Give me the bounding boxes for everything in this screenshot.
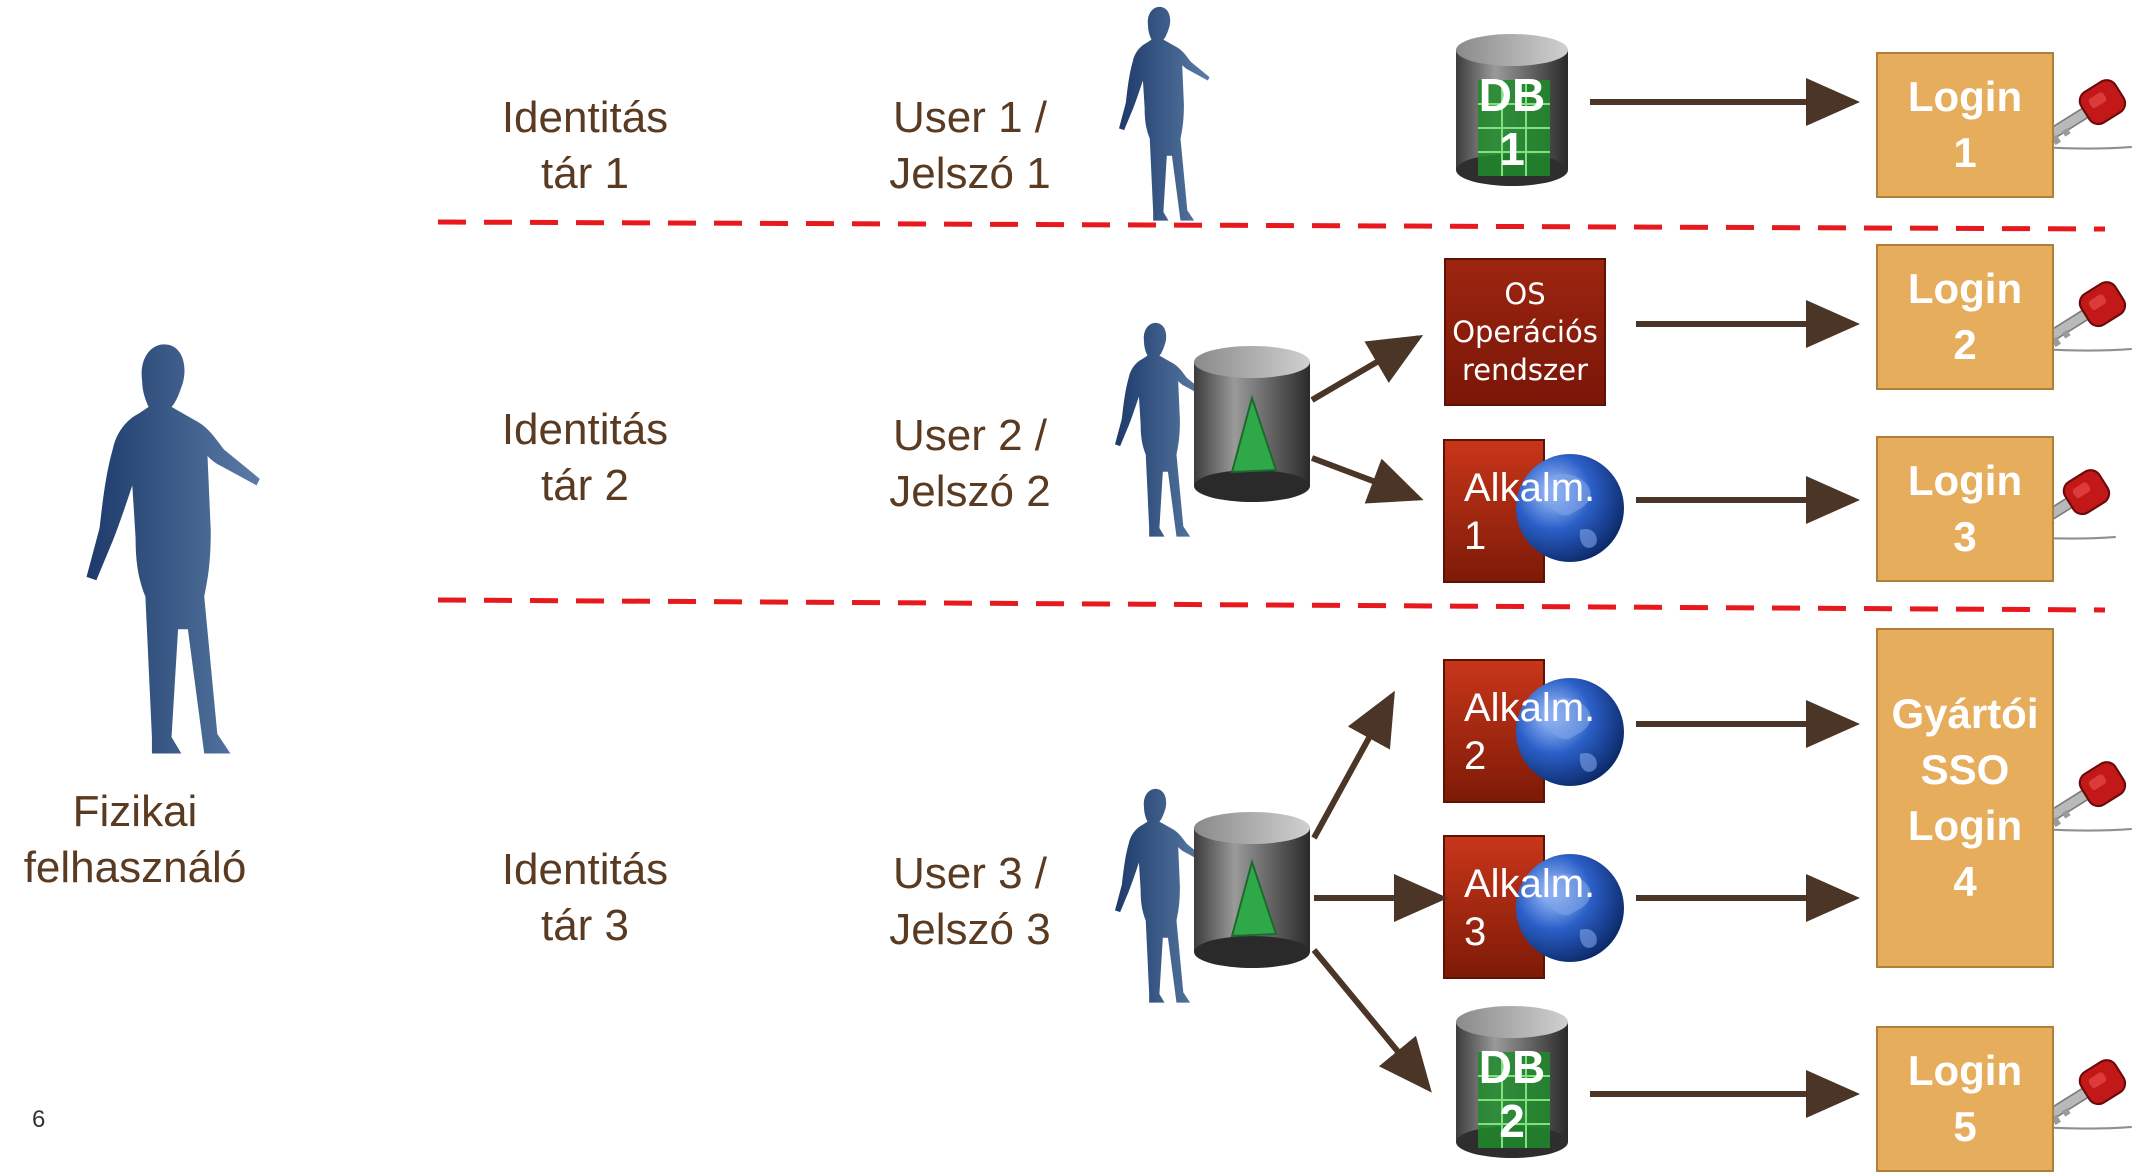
db2-label: DB 2 [1478, 1041, 1546, 1147]
arrow-store2-to-app1 [1310, 455, 1424, 504]
user-2-credentials-label: User 2 / Jelszó 2 [889, 411, 1051, 516]
user-1-credentials-label: User 1 / Jelszó 1 [889, 93, 1051, 198]
app2-block-icon [1443, 659, 1624, 803]
identity-store-1-label: Identitás tár 1 [501, 93, 669, 198]
db1-cylinder-icon [1456, 34, 1568, 186]
user-1-figure-icon [1119, 6, 1210, 221]
login-3-box: Login 3 [1876, 436, 2054, 582]
separator-line-1 [437, 219, 2106, 232]
arrow-store2-to-os [1310, 334, 1424, 403]
login-2-box: Login 2 [1876, 244, 2054, 390]
identity-store-3-cylinder-icon [1194, 812, 1310, 968]
physical-user-label: Fizikai felhasználó [23, 787, 247, 892]
separator-line-2 [437, 597, 2106, 613]
user-2-figure-icon [1115, 322, 1206, 537]
app3-label: Alkalm. 3 [1464, 862, 1596, 954]
identity-store-3-label: Identitás tár 3 [501, 845, 669, 950]
app3-block-icon [1443, 835, 1624, 979]
login-5-box: Login 5 [1876, 1026, 2054, 1172]
arrow-store3-to-db2 [1311, 948, 1432, 1093]
login-4-sso-box: Gyártói SSO Login 4 [1876, 628, 2054, 968]
app1-label: Alkalm. 1 [1464, 466, 1596, 558]
identity-store-2-label: Identitás tár 2 [501, 405, 669, 510]
app2-label: Alkalm. 2 [1464, 686, 1596, 778]
physical-user-figure-icon [86, 344, 260, 754]
page-number: 6 [32, 1106, 46, 1133]
user-3-credentials-label: User 3 / Jelszó 3 [889, 849, 1051, 954]
db2-cylinder-icon [1456, 1006, 1568, 1158]
db1-label: DB 1 [1478, 69, 1546, 175]
flow-arrows [1310, 78, 1860, 1118]
identity-store-2-cylinder-icon [1194, 346, 1310, 502]
arrow-store3-to-app2 [1311, 690, 1395, 840]
user-3-figure-icon [1115, 788, 1206, 1003]
os-box: OS Operációs rendszer [1444, 258, 1606, 406]
app1-block-icon [1443, 439, 1624, 583]
login-1-box: Login 1 [1876, 52, 2054, 198]
